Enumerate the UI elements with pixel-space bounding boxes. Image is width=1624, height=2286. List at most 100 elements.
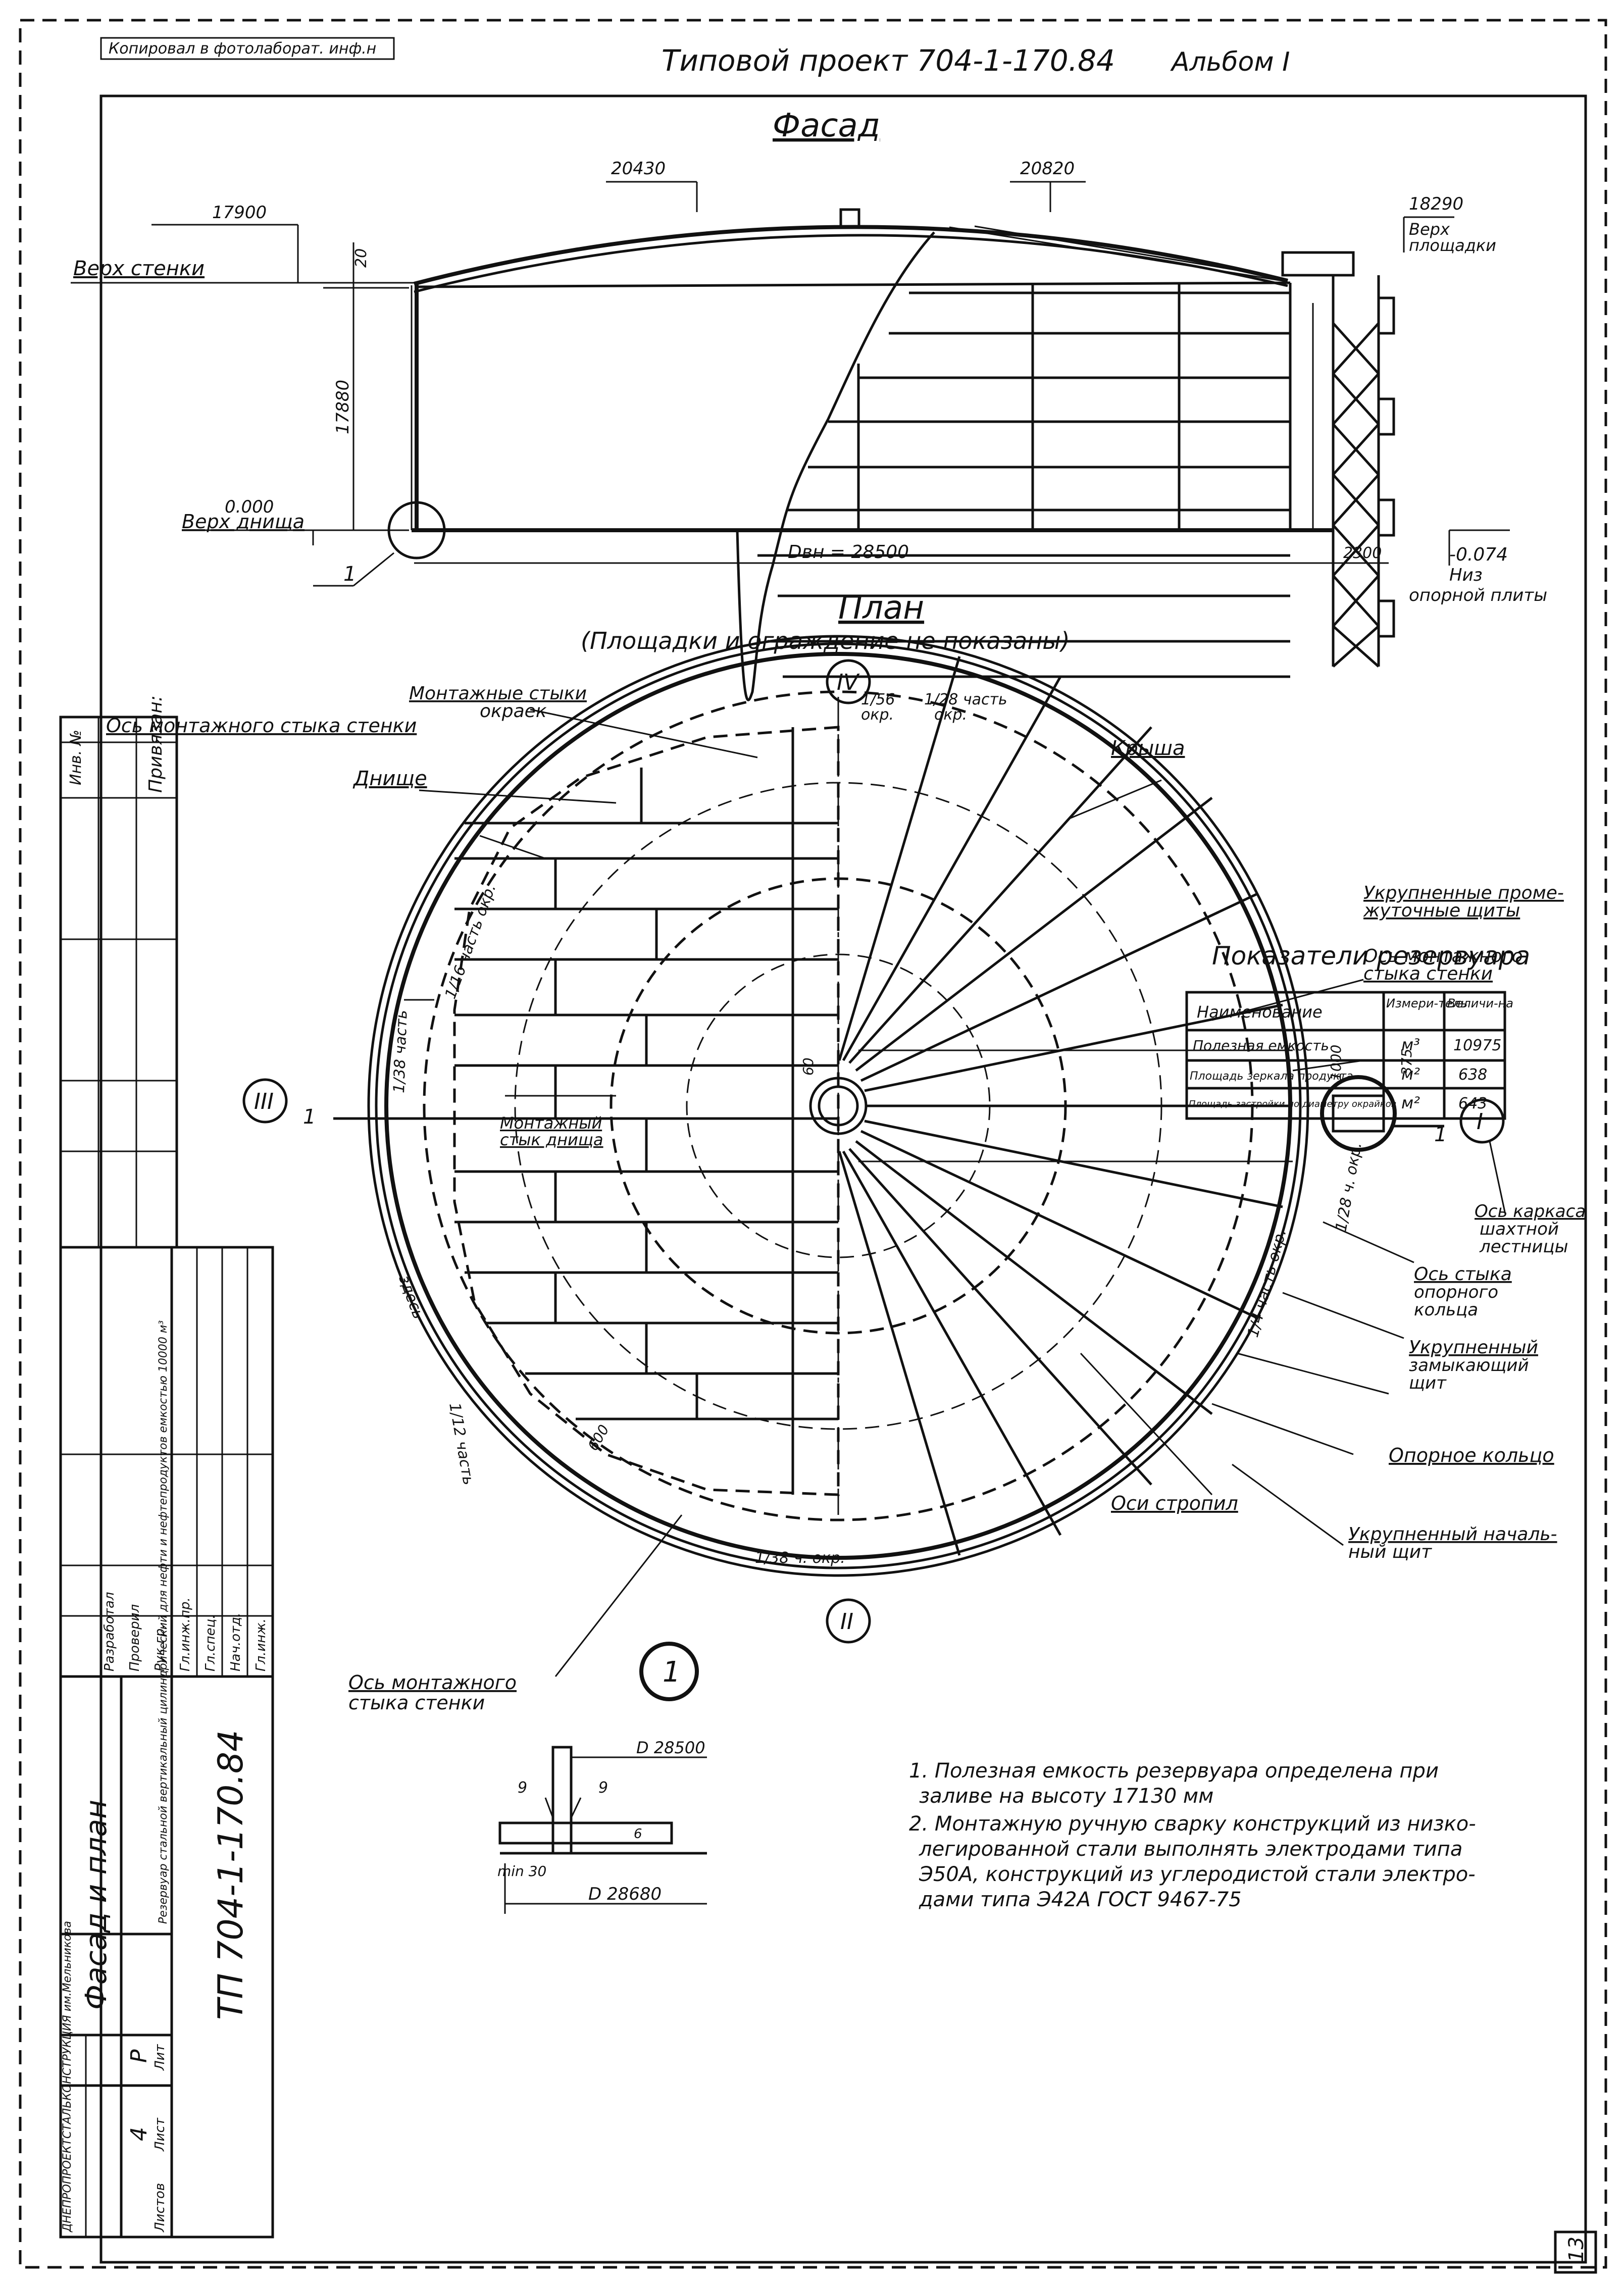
detail-dim-6: 6 — [634, 1826, 642, 1842]
stair-width-dim: 2300 — [1343, 544, 1382, 562]
section-callout-circle — [1320, 1075, 1397, 1152]
ind-row-3-name: Площадь застройки по диаметру окрайков — [1189, 1099, 1396, 1109]
dim-375: 375 — [1398, 1049, 1415, 1076]
frac-okr: окр. — [861, 706, 894, 724]
ind-row-2-value: 638 — [1458, 1066, 1487, 1084]
note-line-5: Э50А, конструкций из углеродистой стали … — [919, 1863, 1476, 1886]
tb-attached: Привязан: — [145, 695, 166, 793]
facade-title: Фасад — [773, 107, 880, 144]
ind-row-1-name: Полезная емкость — [1193, 1037, 1329, 1054]
facade-dimensions — [71, 181, 1510, 587]
tb-stage: Р — [126, 2049, 152, 2063]
axis-I: I — [1477, 1109, 1483, 1135]
axis-IV-marker — [826, 659, 871, 704]
tb-sheet: 4 — [126, 2127, 152, 2141]
detail-mark-circle — [639, 1642, 699, 1701]
base-label-1: Низ — [1449, 565, 1483, 585]
header-stamp-box — [100, 37, 395, 60]
roof-left-level: 20430 — [611, 159, 666, 179]
dim-60: 60 — [800, 1057, 817, 1076]
note-line-1: 1. Полезная емкость резервуара определен… — [909, 1759, 1439, 1783]
outer-frame — [19, 19, 1607, 2269]
frac-1-28v: 1/28 ч. окр. — [1332, 1141, 1365, 1233]
shell-courses — [757, 283, 1290, 678]
section-one-right: 1 — [1434, 1123, 1447, 1146]
label-ring-joint-3: кольца — [1414, 1300, 1478, 1320]
tank-wall — [411, 281, 1333, 532]
label-montage-joints: Монтажные стыки — [409, 683, 587, 704]
axis-III: III — [254, 1089, 274, 1114]
dim-20: 20 — [352, 248, 370, 268]
detail-weld — [498, 1746, 707, 1914]
platform-level: 18290 — [1409, 194, 1463, 214]
indicators-title: Показатели резервуара — [1212, 941, 1530, 971]
note-line-4: легированной стали выполнять электродами… — [919, 1838, 1462, 1861]
tb-org: ДНЕПРОПРОЕКТСТАЛЬКОНСТРУКЦИЯ им.Мельнико… — [61, 1921, 74, 2232]
plan-leaders — [404, 708, 1506, 1677]
ind-row-3-value: 643 — [1458, 1095, 1487, 1112]
plan-title: План — [838, 589, 924, 627]
label-frame-2: шахтной — [1480, 1219, 1559, 1239]
label-closing-1: Укрупненный — [1409, 1337, 1538, 1358]
header-stamp: Копировал в фотолаборат. инф.н — [109, 40, 376, 58]
label-closing-3: щит — [1409, 1373, 1447, 1393]
label-wall-bottom-2: стыка стенки — [348, 1692, 485, 1714]
label-wall-axis-r1: Ось монтажного — [1363, 946, 1522, 967]
ind-row-3-unit: м² — [1401, 1093, 1420, 1112]
sheet-number-box — [1554, 2230, 1597, 2274]
label-bottom-joint-1: Монтажный — [500, 1113, 602, 1133]
label-frame-3: лестницы — [1479, 1237, 1568, 1257]
label-closing-2: замыкающий — [1409, 1355, 1529, 1376]
frac-1-38b: 1/38 ч. окр. — [755, 1549, 845, 1567]
detail-dim-30: min 30 — [497, 1863, 546, 1879]
plan-subtitle: (Площадки и ограждение не показаны) — [581, 627, 1070, 654]
detail-d1: D 28500 — [636, 1738, 705, 1757]
label-enlarged-1: Укрупненные проме- — [1363, 883, 1564, 903]
tb-code: ТП 704-1-170.84 — [211, 1730, 251, 2020]
axis-III-marker — [242, 1078, 288, 1124]
base-label-2: опорной плиты — [1409, 585, 1547, 605]
label-enlarged-2: жуточные щиты — [1363, 900, 1520, 921]
album-label: Альбом I — [1170, 47, 1290, 77]
label-wall-axis-r2: стыка стенки — [1363, 963, 1493, 984]
label-rafters: Оси стропил — [1111, 1492, 1238, 1514]
tb-staff-5: Рук.гр. — [153, 1624, 168, 1671]
sheet-number: 13 — [1565, 2237, 1588, 2262]
label-start-1: Укрупненный началь- — [1348, 1524, 1557, 1545]
tb-staff-7: Разработал — [102, 1592, 117, 1671]
axis-II: II — [840, 1609, 853, 1635]
label-start-2: ный щит — [1348, 1542, 1432, 1562]
frac-1-38: 1/38 часть — [390, 1009, 411, 1093]
ind-col-value: Величи-на — [1447, 996, 1513, 1010]
axis-II-marker — [826, 1598, 871, 1644]
ind-col-unit: Измери-тель — [1386, 996, 1467, 1010]
bottom-plates — [333, 697, 840, 1515]
detail-d2: D 28680 — [588, 1884, 662, 1904]
tb-sheets-label: Листов — [153, 2183, 168, 2232]
frac-1-16: 1/16 часть окр. — [442, 882, 500, 1001]
note-line-3: 2. Монтажную ручную сварку конструкций и… — [909, 1812, 1476, 1836]
wall-top-level: 17900 — [212, 202, 267, 223]
roof-right-level: 20820 — [1020, 159, 1075, 179]
project-title: Типовой проект 704-1-170.84 — [662, 43, 1115, 78]
cutaway-line — [736, 231, 935, 701]
diameter-dim: Dвн = 28500 — [788, 542, 909, 563]
note-line-6: дами типа Э42А ГОСТ 9467-75 — [919, 1888, 1242, 1911]
frac-1-56: 1/56 — [861, 691, 895, 708]
label-frame-1: Ось каркаса — [1475, 1201, 1586, 1222]
wall-top-label: Верх стенки — [73, 257, 205, 280]
tb-inv: Инв. № — [67, 730, 85, 785]
bottom-label: Верх днища — [182, 511, 304, 533]
tb-staff-6: Проверил — [127, 1604, 142, 1671]
tb-name: Фасад и план — [79, 1800, 113, 2010]
base-level: -0.074 — [1449, 544, 1508, 565]
label-bottom-joint-2: стык днища — [500, 1130, 603, 1149]
label-support-ring: Опорное кольцо — [1389, 1444, 1554, 1466]
tb-staff-1: Гл.инж. — [253, 1618, 269, 1671]
label-ring-joint-2: опорного — [1414, 1282, 1498, 1302]
ind-col-name: Наименование — [1197, 1002, 1323, 1022]
zero-level: 0.000 — [225, 497, 274, 517]
note-line-2: заливе на высоту 17130 мм — [919, 1785, 1213, 1808]
label-roof: Крыша — [1111, 737, 1185, 760]
